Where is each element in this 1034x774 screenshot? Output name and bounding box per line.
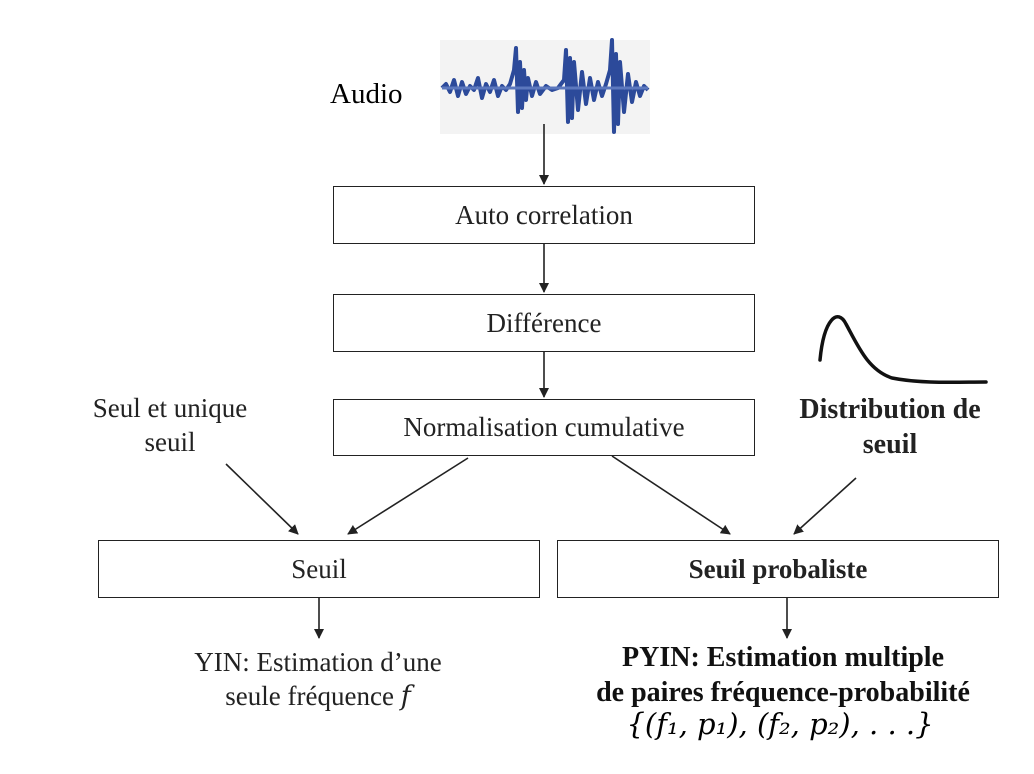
threshold-label: Seuil [291,553,347,584]
pyin-output: PYIN: Estimation multiple de paires fréq… [548,640,1018,710]
distribution-curve-icon [818,315,988,385]
probabilistic-threshold-label: Seuil probaliste [688,553,868,584]
audio-label: Audio [330,78,403,110]
threshold-distribution-line-2: seuil [862,429,918,460]
frequency-symbol: f [400,680,411,712]
yin-output-text: seule fréquence [225,680,394,711]
single-threshold-label: Seul et unique seuil [60,392,280,460]
threshold-distribution-line-1: Distribution de [799,394,981,425]
difference-label: Différence [486,307,602,338]
yin-output-line-2: seule fréquence f [118,680,518,714]
single-threshold-line-1: Seul et unique [92,393,248,423]
cumulative-normalization-label: Normalisation cumulative [403,412,685,442]
single-threshold-line-2: seuil [144,426,196,457]
threshold-box: Seuil [98,540,540,598]
audio-waveform-icon [440,38,650,134]
autocorrelation-box: Auto correlation [333,186,755,244]
threshold-distribution-label: Distribution de seuil [770,392,1010,462]
difference-box: Différence [333,294,755,352]
pyin-output-line-2: de paires fréquence-probabilité [596,677,970,708]
pyin-output-line-1: PYIN: Estimation multiple [622,642,944,673]
arrow-normalization-to-probabilistic-threshold [611,455,731,535]
cumulative-normalization-box: Normalisation cumulative [333,399,755,456]
arrow-distribution-to-probabilistic-threshold [793,477,857,535]
pyin-formula: {(f₁, p₁), (f₂, p₂), . . .} [626,707,934,741]
autocorrelation-label: Auto correlation [455,199,633,230]
arrow-single-threshold-to-threshold [225,463,299,535]
yin-output-line-1: YIN: Estimation d’une [194,647,442,677]
probabilistic-threshold-box: Seuil probaliste [557,540,999,598]
yin-output: YIN: Estimation d’une seule fréquence f [118,646,518,714]
arrow-normalization-to-threshold [347,457,469,535]
